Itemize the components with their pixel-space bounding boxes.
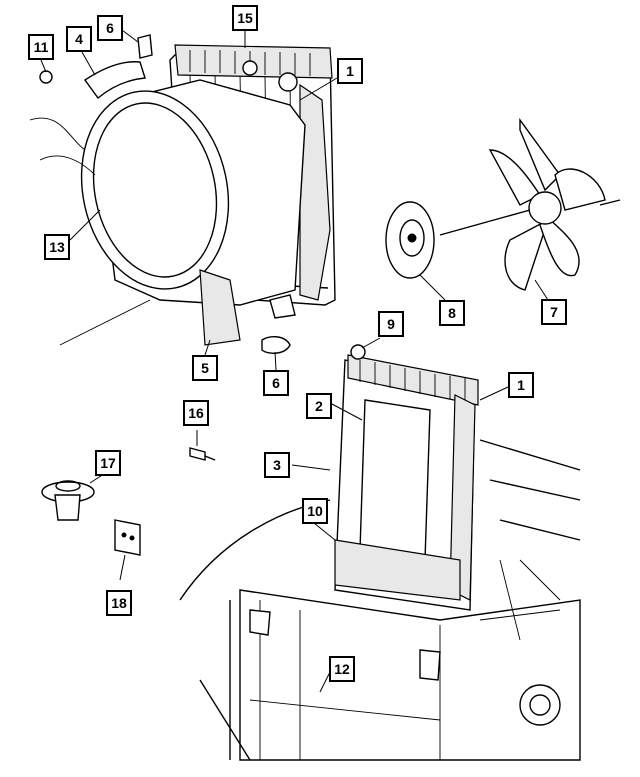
fan-shroud [29, 79, 306, 346]
callout-6-lower: 6 [263, 370, 289, 396]
callout-8: 8 [439, 300, 465, 326]
callout-12: 12 [329, 656, 355, 682]
callout-17: 17 [95, 450, 121, 476]
callout-9: 9 [378, 311, 404, 337]
upper-hose [39, 34, 296, 354]
callout-1-lower: 1 [508, 372, 534, 398]
leader-lines [40, 29, 549, 693]
fan-clutch [385, 201, 435, 279]
callout-18: 18 [106, 590, 132, 616]
callout-3: 3 [264, 452, 290, 478]
vehicle-front-end [179, 439, 581, 761]
callout-16: 16 [183, 400, 209, 426]
callout-2: 2 [306, 393, 332, 419]
callout-1-upper: 1 [337, 58, 363, 84]
bracket-18 [114, 519, 141, 556]
bolt-16 [189, 447, 216, 461]
callout-10: 10 [302, 498, 328, 524]
callout-4: 4 [66, 26, 92, 52]
cooling-fan [439, 117, 621, 291]
thermostat-17 [41, 480, 95, 521]
callout-7: 7 [541, 299, 567, 325]
callout-13: 13 [44, 234, 70, 260]
callout-5: 5 [192, 355, 218, 381]
callout-11: 11 [28, 34, 54, 60]
lower-radiator [334, 344, 479, 611]
callout-15: 15 [232, 5, 258, 31]
callout-6-upper: 6 [97, 15, 123, 41]
